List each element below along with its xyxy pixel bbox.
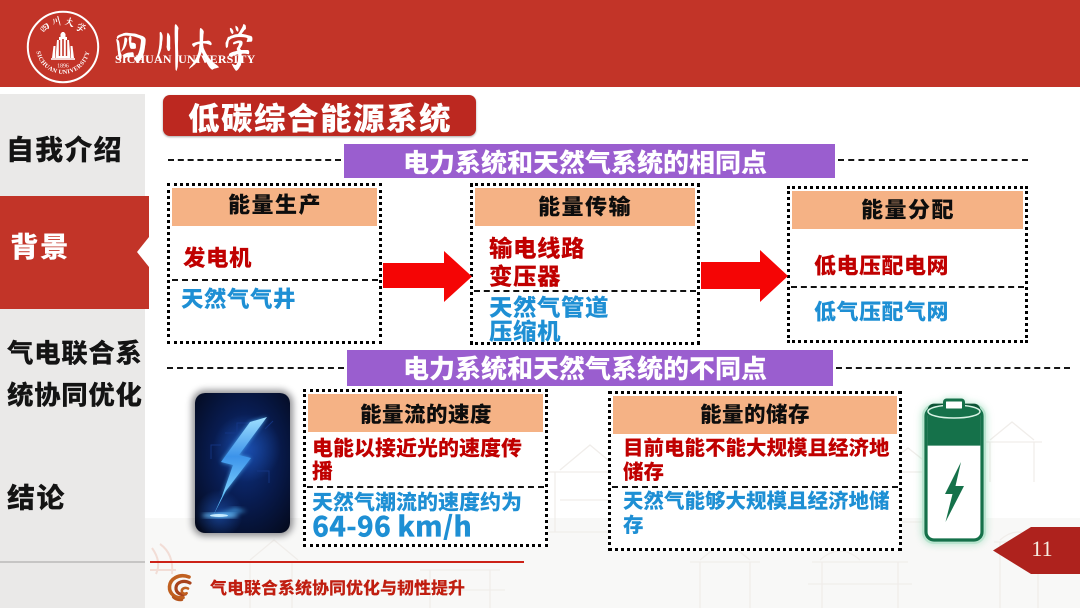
svg-text:1896: 1896 [57, 64, 69, 70]
